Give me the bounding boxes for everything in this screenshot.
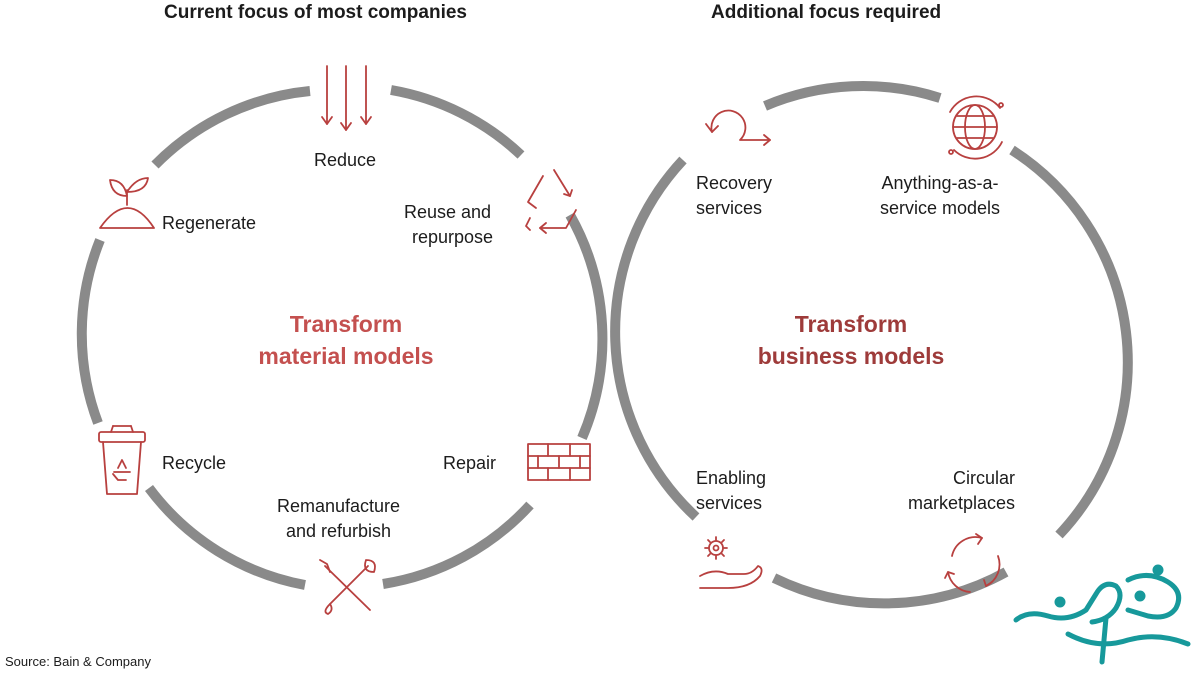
- label-repair: Repair: [443, 453, 497, 473]
- left-ring: [76, 85, 608, 590]
- seedling-icon: [99, 177, 155, 229]
- label-regenerate: Regenerate: [162, 213, 257, 233]
- reuse-cycle-icon: [525, 169, 577, 234]
- right-ring: [610, 81, 1133, 609]
- label-remanufacture: Remanufacture and refurbish: [277, 494, 400, 544]
- brick-wall-icon: [527, 443, 591, 481]
- header-current-focus: Current focus of most companies: [164, 2, 467, 23]
- label-recovery-line2: services: [696, 198, 763, 218]
- label-reduce: Reduce: [314, 150, 377, 170]
- label-reuse-line2: repurpose: [412, 227, 494, 247]
- label-anything-as-a-service: Anything-as-a- service models: [880, 171, 1000, 221]
- label-reman-line2: and refurbish: [286, 521, 392, 541]
- gear-hand-icon: [699, 536, 763, 589]
- center-left-line1: Transform: [289, 311, 403, 337]
- center-transform-material-models: Transform material models: [246, 308, 446, 372]
- label-anything-line1: Anything-as-a-: [881, 173, 999, 193]
- label-recovery-line1: Recovery: [696, 173, 773, 193]
- source-note: Source: Bain & Company: [5, 654, 151, 669]
- label-circular-line1: Circular: [952, 468, 1015, 488]
- label-enabling-line2: services: [696, 493, 763, 513]
- label-reuse-and-repurpose: Reuse and repurpose: [404, 200, 493, 250]
- label-enabling-line1: Enabling: [696, 468, 767, 488]
- recycle-bin-icon: [98, 425, 146, 495]
- label-reman-line1: Remanufacture: [277, 496, 401, 516]
- center-right-line1: Transform: [794, 311, 908, 337]
- header-additional-focus: Additional focus required: [711, 2, 942, 23]
- label-circular-line2: marketplaces: [907, 493, 1015, 513]
- label-circular-marketplaces: Circular marketplaces: [891, 466, 1015, 516]
- watermark-logo: [1013, 564, 1191, 665]
- label-anything-line2: service models: [880, 198, 1001, 218]
- label-reuse-line1: Reuse and: [404, 202, 492, 222]
- center-left-line2: material models: [258, 343, 434, 369]
- label-recovery-services: Recovery services: [696, 171, 772, 221]
- tools-icon: [319, 559, 376, 615]
- label-enabling-services: Enabling services: [696, 466, 766, 516]
- globe-icon: [948, 95, 1004, 160]
- circular-arrows-icon: [944, 533, 1001, 593]
- center-transform-business-models: Transform business models: [736, 308, 966, 372]
- reduce-arrows-icon: [321, 65, 372, 131]
- label-recycle: Recycle: [162, 453, 227, 473]
- center-right-line2: business models: [757, 343, 945, 369]
- recovery-loop-icon: [705, 109, 771, 146]
